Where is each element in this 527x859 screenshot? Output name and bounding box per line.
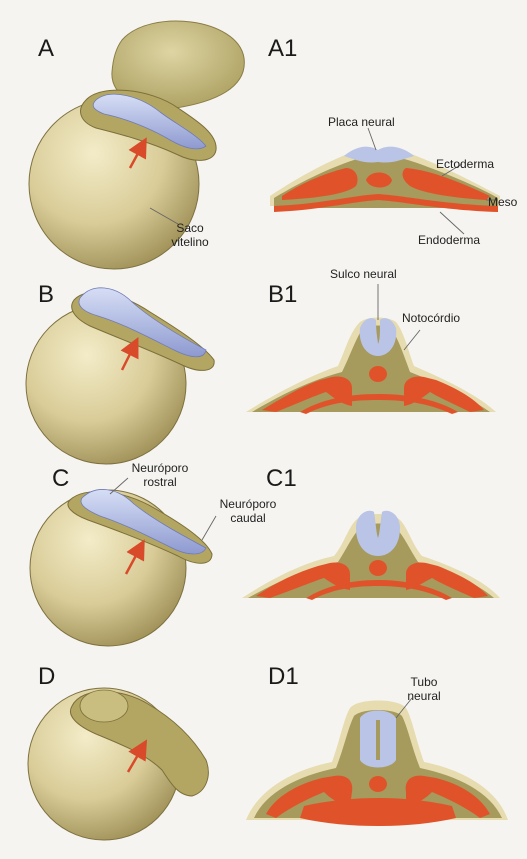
label-ectoderma: Ectoderma bbox=[436, 157, 494, 171]
label-endoderma: Endoderma bbox=[418, 233, 480, 247]
panel-b1: B1 Sulco neural Notocórdio bbox=[246, 267, 496, 414]
panel-c1-letter: C1 bbox=[266, 465, 297, 492]
panel-d1-notochord bbox=[369, 776, 387, 792]
panel-d1-letter: D1 bbox=[268, 663, 299, 690]
leader-placa-neural bbox=[368, 128, 376, 150]
panel-c1: C1 bbox=[242, 465, 500, 600]
leader-neuroporo-caudal bbox=[202, 516, 216, 540]
panel-a1-letter: A1 bbox=[268, 35, 297, 62]
label-notocordio: Notocórdio bbox=[402, 311, 460, 325]
panel-a1: A1 Placa neural Ectoderma Meso Endoderma bbox=[268, 35, 518, 247]
panel-a: A Saco vitelino bbox=[29, 21, 244, 269]
label-saco-line2: vitelino bbox=[171, 235, 209, 249]
panel-d-letter: D bbox=[38, 663, 55, 690]
panel-b-letter: B bbox=[38, 281, 54, 308]
panel-c-letter: C bbox=[52, 465, 69, 492]
label-saco-line1: Saco bbox=[176, 221, 204, 235]
panel-b1-notochord bbox=[369, 366, 387, 382]
panel-c: C Neuróporo rostral Neuróporo caudal bbox=[30, 461, 277, 646]
label-sulco-neural: Sulco neural bbox=[330, 267, 397, 281]
panel-d1: D1 Tubo neural bbox=[246, 663, 508, 826]
label-neuroporo-rostral-line1: Neuróporo bbox=[132, 461, 189, 475]
label-neuroporo-caudal-line1: Neuróporo bbox=[220, 497, 277, 511]
label-tubo-line2: neural bbox=[407, 689, 440, 703]
label-meso: Meso bbox=[488, 195, 518, 209]
label-placa-neural: Placa neural bbox=[328, 115, 395, 129]
panel-a-letter: A bbox=[38, 35, 54, 62]
label-neuroporo-caudal-line2: caudal bbox=[230, 511, 265, 525]
leader-endoderma bbox=[440, 212, 464, 234]
panel-c1-notochord bbox=[369, 560, 387, 576]
panel-b1-letter: B1 bbox=[268, 281, 297, 308]
panel-d: D bbox=[28, 663, 208, 840]
panel-d1-neural-lumen bbox=[376, 720, 380, 760]
leader-notocordio bbox=[404, 330, 420, 350]
label-tubo-line1: Tubo bbox=[411, 675, 438, 689]
panel-d-head-bulge bbox=[80, 690, 128, 722]
label-neuroporo-rostral-line2: rostral bbox=[143, 475, 176, 489]
panel-b: B bbox=[26, 281, 214, 464]
